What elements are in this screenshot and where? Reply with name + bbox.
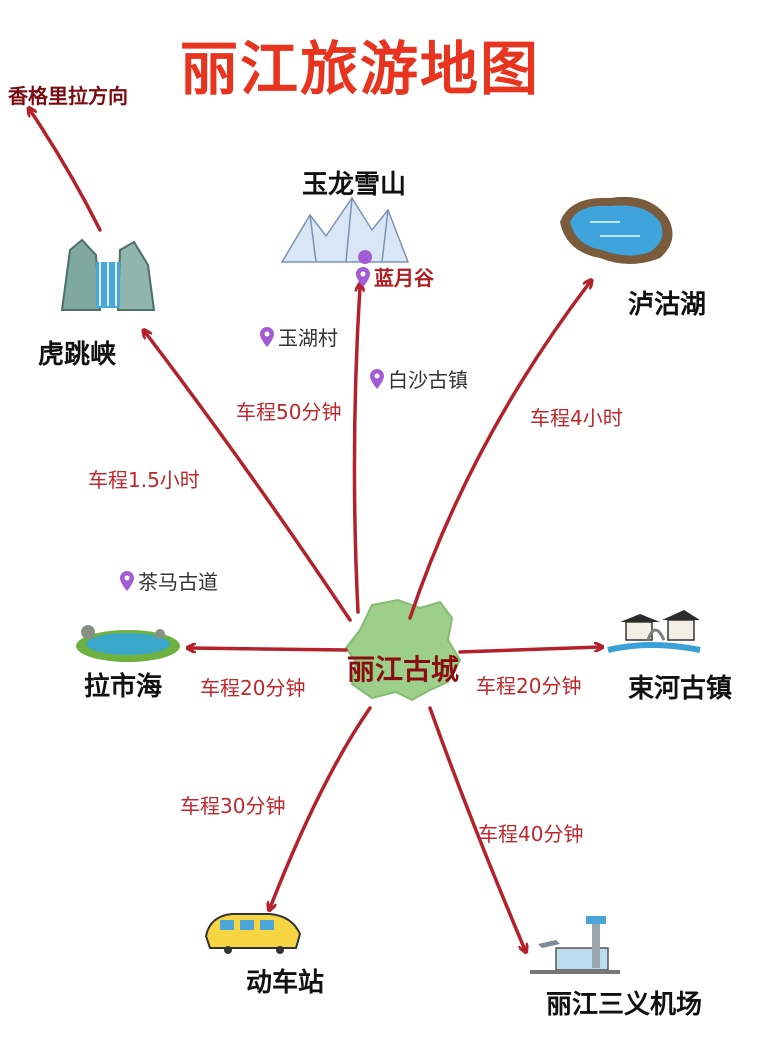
- poi-baisha-town[interactable]: 白沙古镇: [370, 364, 468, 393]
- lugu-lake-illustration: [560, 196, 673, 264]
- snow-mountain-illustration: [280, 196, 410, 263]
- arrow-airport: [428, 706, 525, 950]
- map-pin-icon: [260, 326, 274, 347]
- poi-blue-moon[interactable]: 蓝月谷: [356, 262, 434, 291]
- poi-tea-horse-label: 茶马古道: [138, 570, 218, 594]
- map-pin-icon: [356, 266, 370, 287]
- map-pin-icon: [370, 368, 384, 389]
- airport-illustration: [530, 916, 620, 974]
- train-illustration: [204, 913, 302, 954]
- poi-baisha-label: 白沙古镇: [388, 368, 468, 392]
- map-pins: [358, 250, 373, 282]
- poi-tea-horse-road[interactable]: 茶马古道: [120, 566, 218, 595]
- route-shuhe: 车程20分钟: [476, 674, 582, 698]
- arrow-shangri-la: [30, 110, 102, 232]
- arrow-jade-dragon: [352, 286, 360, 614]
- place-lugu-lake[interactable]: 泸沽湖: [628, 290, 707, 320]
- route-airport: 车程40分钟: [478, 822, 584, 846]
- place-shangri-la[interactable]: 香格里拉方向: [8, 84, 128, 108]
- arrow-lashi-lake: [190, 648, 348, 650]
- map-title: 丽江旅游地图: [180, 35, 541, 103]
- arrow-shuhe: [458, 647, 600, 654]
- poi-yuhu-label: 玉湖村: [278, 326, 338, 350]
- arrow-tiger-leaping: [145, 332, 352, 622]
- route-train-station: 车程30分钟: [180, 794, 286, 818]
- old-town-region: [344, 598, 462, 702]
- poi-yuhu-village[interactable]: 玉湖村: [260, 322, 338, 351]
- poi-blue-moon-label: 蓝月谷: [374, 266, 434, 290]
- route-lugu-lake: 车程4小时: [530, 406, 623, 430]
- route-jade-dragon: 车程50分钟: [236, 400, 342, 424]
- arrow-lugu-lake: [408, 282, 590, 620]
- place-train-station[interactable]: 动车站: [246, 968, 325, 998]
- place-lashi-lake[interactable]: 拉市海: [84, 672, 163, 702]
- lashi-lake-illustration: [76, 625, 180, 662]
- map-pin-icon: [120, 570, 134, 591]
- tiger-leaping-illustration: [60, 238, 156, 311]
- route-lashi-lake: 车程20分钟: [200, 676, 306, 700]
- route-tiger-leaping: 车程1.5小时: [88, 468, 200, 492]
- shuhe-illustration: [607, 610, 701, 653]
- place-tiger-leaping[interactable]: 虎跳峡: [38, 340, 117, 370]
- center-old-town[interactable]: 丽江古城: [347, 653, 460, 686]
- place-shuhe[interactable]: 束河古镇: [628, 674, 733, 704]
- arrow-train-station: [270, 706, 372, 908]
- place-airport[interactable]: 丽江三义机场: [546, 990, 703, 1020]
- place-jade-dragon[interactable]: 玉龙雪山: [302, 170, 407, 200]
